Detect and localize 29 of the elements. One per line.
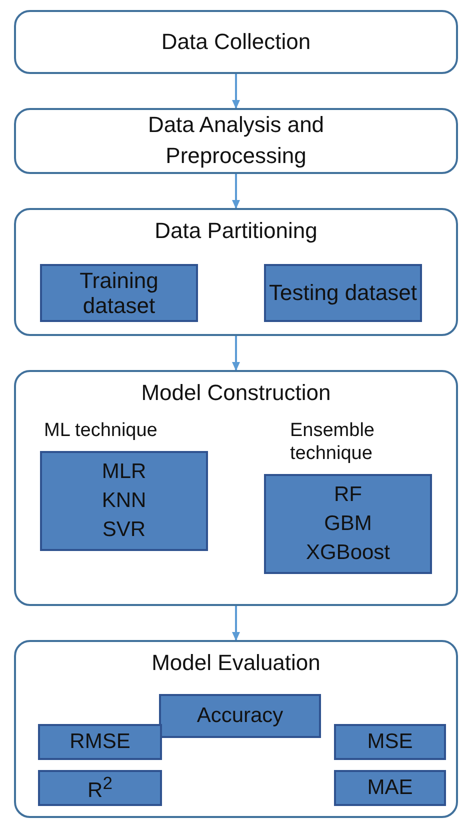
stage-panel — [14, 208, 458, 336]
metric-box: R$^{2}$ — [38, 770, 162, 806]
stage-title: Data Collection — [161, 28, 311, 56]
process-box — [14, 10, 458, 74]
group-heading: Ensemble technique — [290, 420, 376, 466]
metric-box: RMSE — [38, 724, 162, 760]
arrow — [232, 336, 240, 371]
technique-item: SVR — [102, 517, 146, 544]
metric-box: MAE — [334, 770, 446, 806]
arrow — [232, 606, 240, 641]
stage-panel — [14, 640, 458, 818]
stage-panel — [14, 370, 458, 606]
stage-title: Model Evaluation — [152, 649, 320, 677]
stage-title: Model Construction — [141, 379, 331, 407]
technique-item: MLR — [102, 458, 146, 485]
metric-box: Accuracy — [159, 694, 321, 738]
group-heading: ML technique — [44, 420, 158, 443]
metric-box: MSE — [334, 724, 446, 760]
metric-box: Training dataset — [40, 264, 198, 322]
technique-item: KNN — [102, 488, 146, 514]
technique-item: RF — [334, 482, 362, 508]
process-box — [14, 108, 458, 174]
stage-title: Data Partitioning — [154, 217, 318, 245]
metric-box: Testing dataset — [264, 264, 422, 322]
arrow — [232, 174, 240, 209]
technique-item: XGBoost — [306, 540, 390, 566]
arrow — [232, 74, 240, 109]
stage-title: Data Analysis and Preprocessing — [146, 111, 326, 170]
technique-item: GBM — [324, 510, 372, 537]
